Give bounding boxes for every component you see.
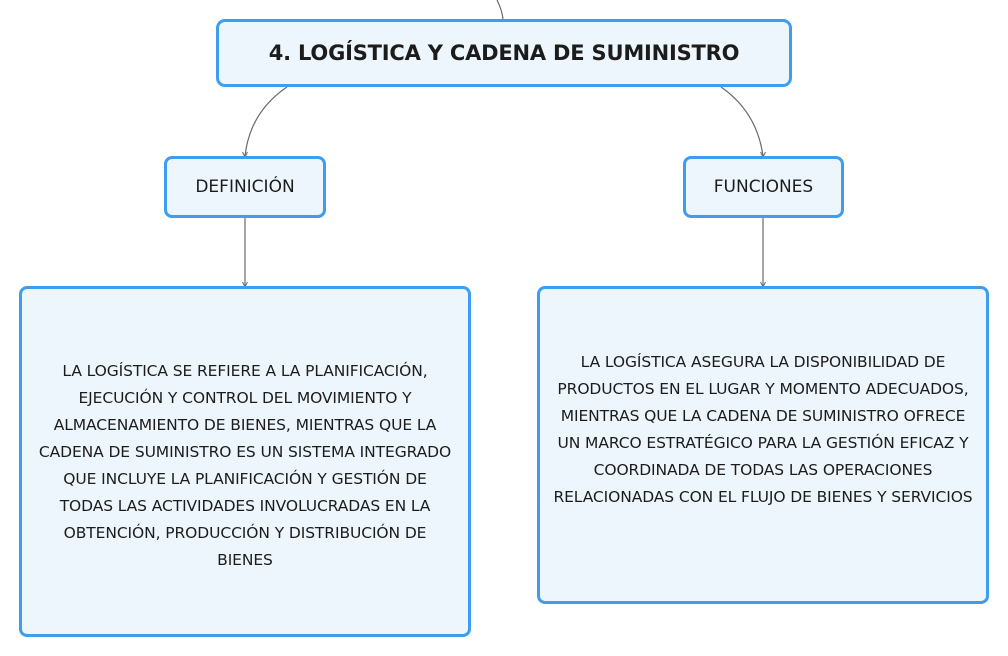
connector-root-to-definicion [244, 86, 288, 157]
detail-text-funciones: LA LOGÍSTICA ASEGURA LA DISPONIBILIDAD D… [553, 353, 973, 506]
topic-label-funciones: FUNCIONES [713, 177, 814, 197]
topic-label-definicion: DEFINICIÓN [195, 177, 295, 197]
connector-parent-to-root [496, 0, 504, 20]
topic-node-definicion[interactable]: DEFINICIÓN [164, 156, 326, 218]
detail-text-definicion: LA LOGÍSTICA SE REFIERE A LA PLANIFICACI… [38, 361, 452, 569]
detail-node-definicion[interactable]: LA LOGÍSTICA SE REFIERE A LA PLANIFICACI… [19, 286, 471, 637]
root-topic-label: 4. LOGÍSTICA Y CADENA DE SUMINISTRO [268, 41, 740, 65]
detail-node-funciones[interactable]: LA LOGÍSTICA ASEGURA LA DISPONIBILIDAD D… [537, 286, 989, 604]
root-topic-node[interactable]: 4. LOGÍSTICA Y CADENA DE SUMINISTRO [216, 19, 792, 87]
connector-root-to-funciones [720, 86, 764, 157]
topic-node-funciones[interactable]: FUNCIONES [683, 156, 844, 218]
